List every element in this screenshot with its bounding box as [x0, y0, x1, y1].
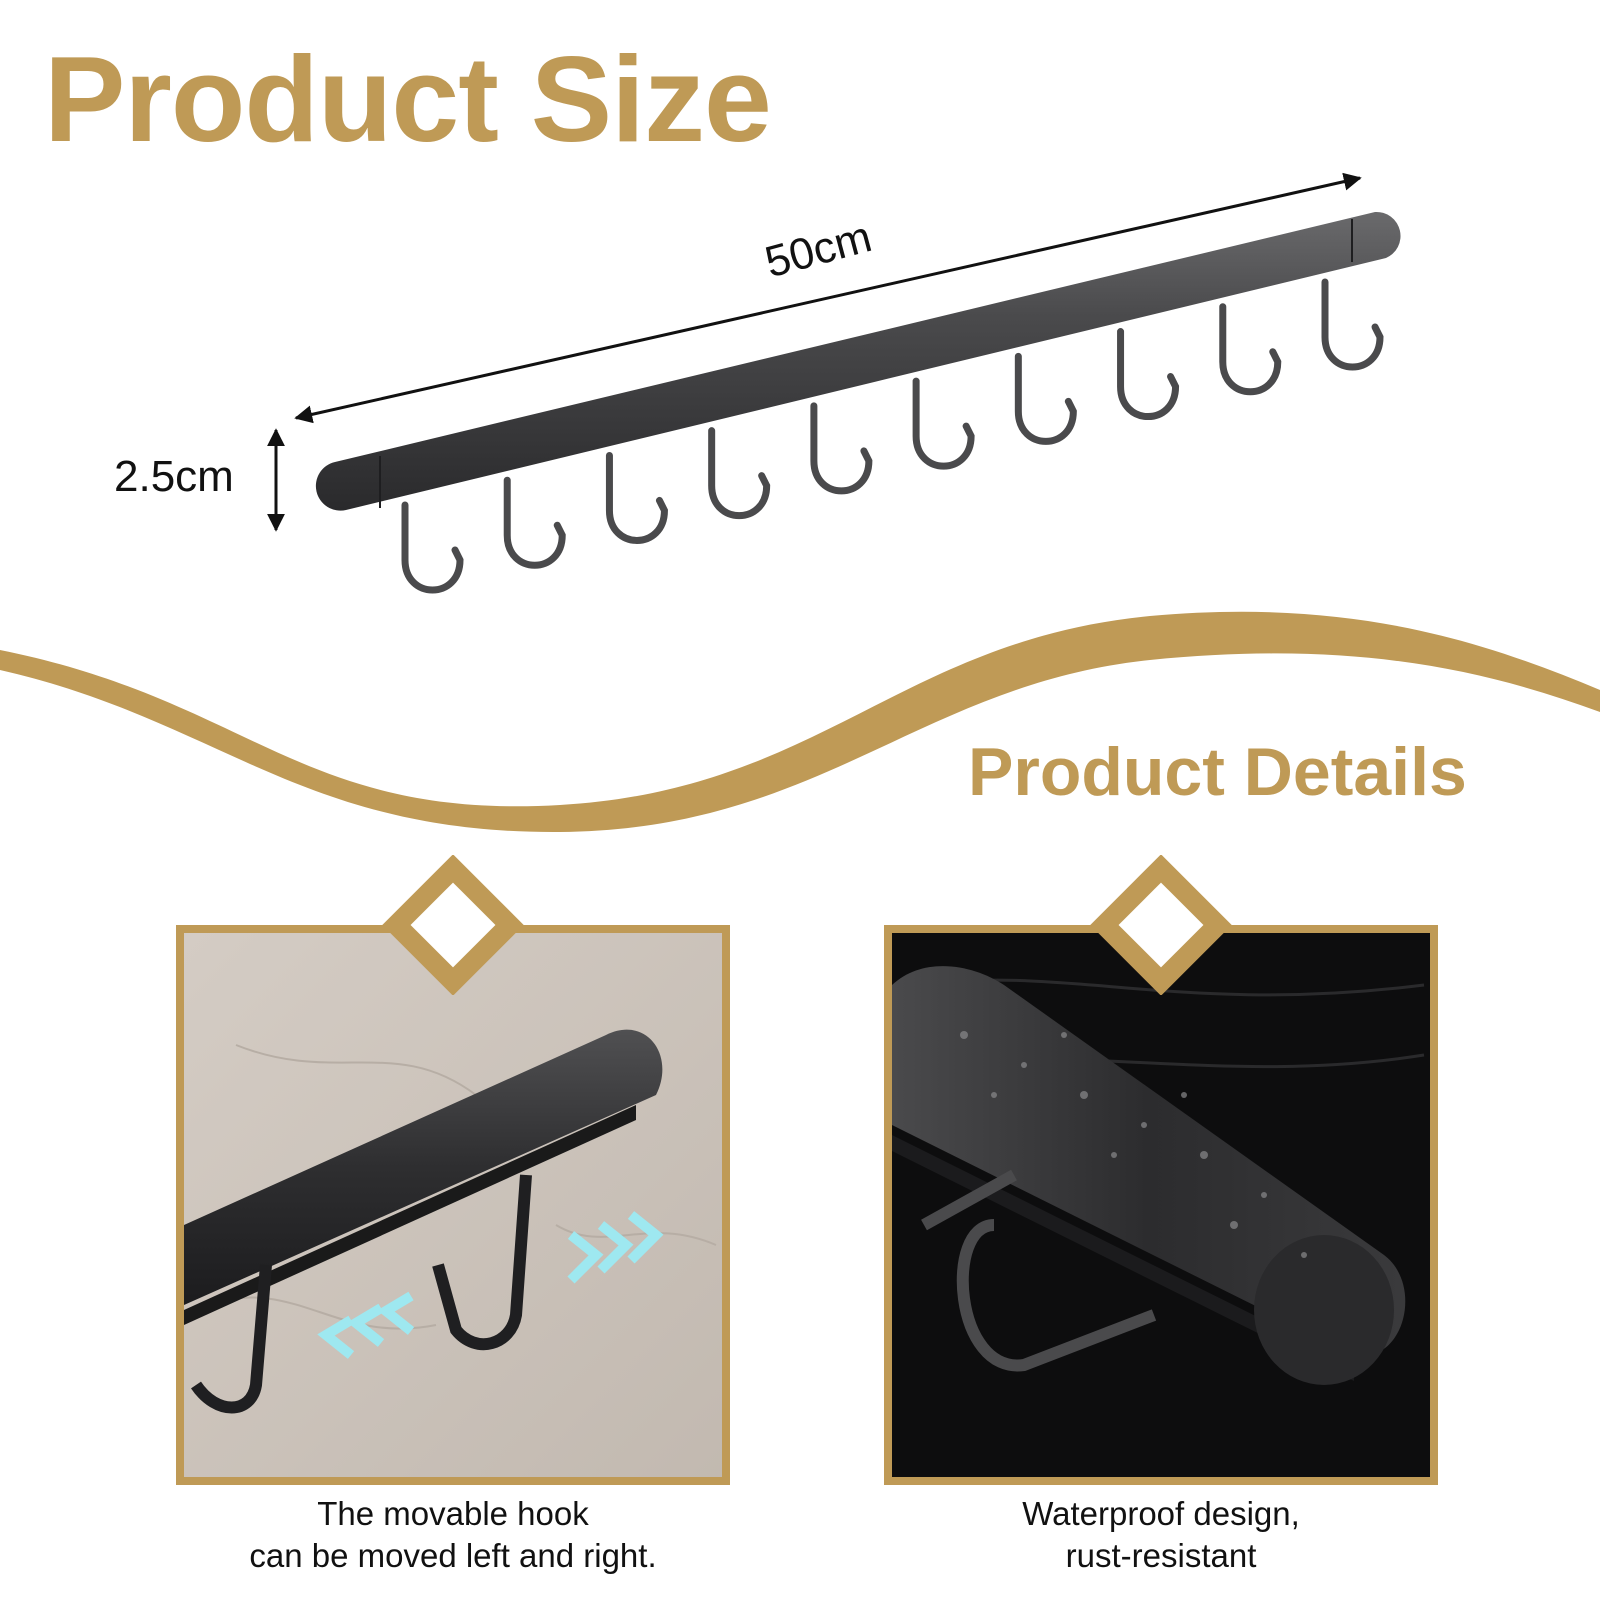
hook [605, 451, 668, 544]
product-size-title: Product Size [44, 31, 772, 167]
hook [401, 501, 464, 594]
hook [912, 377, 975, 470]
waterproof-caption: Waterproof design, rust-resistant [1022, 1495, 1300, 1574]
movable-hook-photo [176, 925, 730, 1485]
height-label: 2.5cm [114, 452, 234, 501]
movable-hook-caption: The movable hook can be moved left and r… [249, 1495, 657, 1574]
hook [1014, 352, 1077, 445]
rail-hooks [401, 278, 1384, 594]
length-dimension-arrow [294, 172, 1362, 424]
right-chevrons [567, 1211, 664, 1284]
hook [1117, 328, 1180, 421]
hook [503, 476, 566, 569]
diamond-badge [1090, 855, 1232, 995]
hook [810, 402, 873, 495]
rail-bar [315, 211, 1401, 511]
hook [1219, 303, 1282, 396]
diamond-badge [382, 855, 524, 995]
hook [708, 427, 771, 520]
left-chevrons [317, 1291, 415, 1359]
product-details-title: Product Details [968, 734, 1467, 810]
hook [1321, 278, 1384, 371]
waterproof-photo [884, 925, 1438, 1485]
movable-hook-card [176, 855, 730, 1485]
waterproof-card [884, 855, 1438, 1485]
